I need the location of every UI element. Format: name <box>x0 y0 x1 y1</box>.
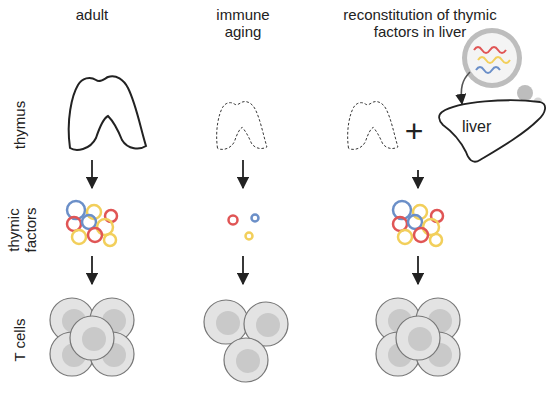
cell-nucleus <box>236 349 260 373</box>
thymic-factor <box>423 219 439 235</box>
organ-shape: liver <box>438 98 548 168</box>
delivery-arrow <box>461 72 470 104</box>
column-heading: adult <box>52 6 132 23</box>
arrow <box>242 256 244 284</box>
thymic-factor <box>229 216 238 225</box>
small-particle <box>517 85 533 101</box>
rna-strand <box>478 57 510 63</box>
cell-nucleus <box>408 327 432 351</box>
thymus-aged <box>348 102 398 150</box>
thymic-factor <box>430 234 442 246</box>
rna-strand <box>474 47 506 53</box>
particle-core <box>467 33 517 83</box>
organ-label: liver <box>462 118 491 136</box>
row-label: thymic factors <box>5 199 40 261</box>
t-cell <box>396 316 440 360</box>
arrow <box>417 256 419 284</box>
arrow <box>242 160 244 188</box>
column-heading: immune aging <box>208 6 278 41</box>
liver-outline <box>438 98 548 168</box>
t-cell <box>224 338 268 382</box>
thymic-factor <box>88 228 102 242</box>
rna-strand <box>476 67 500 73</box>
cell-body <box>396 316 440 360</box>
thymic-factor-circles <box>67 201 443 246</box>
nanoparticle <box>461 28 542 107</box>
particle-shell <box>462 28 522 88</box>
thymic-factor <box>398 230 412 244</box>
cell-nucleus <box>256 313 280 337</box>
thymus-aged <box>217 102 267 150</box>
flow-arrows <box>92 160 418 284</box>
thymic-factor <box>72 230 86 244</box>
thymus-adult <box>69 76 146 150</box>
plus-sign: + <box>399 113 429 150</box>
thymic-factor <box>97 219 113 235</box>
arrow <box>91 256 93 284</box>
arrow <box>417 170 419 188</box>
liver-shape <box>439 100 545 161</box>
cell-body <box>70 316 114 360</box>
t-cell <box>204 300 248 344</box>
thymic-factor <box>252 215 259 222</box>
row-label: T cells <box>11 300 28 380</box>
thymic-factor <box>104 234 116 246</box>
cell-nucleus <box>216 311 240 335</box>
cell-body <box>204 300 248 344</box>
cell-nucleus <box>82 327 106 351</box>
column-heading: reconstitution of thymic factors in live… <box>320 6 520 41</box>
cell-body <box>224 338 268 382</box>
row-label: thymus <box>11 85 28 165</box>
t-cell <box>70 316 114 360</box>
t-cell-group <box>50 298 460 382</box>
thymic-factor <box>414 228 428 242</box>
arrow <box>91 160 93 188</box>
thymic-factor <box>246 233 253 240</box>
